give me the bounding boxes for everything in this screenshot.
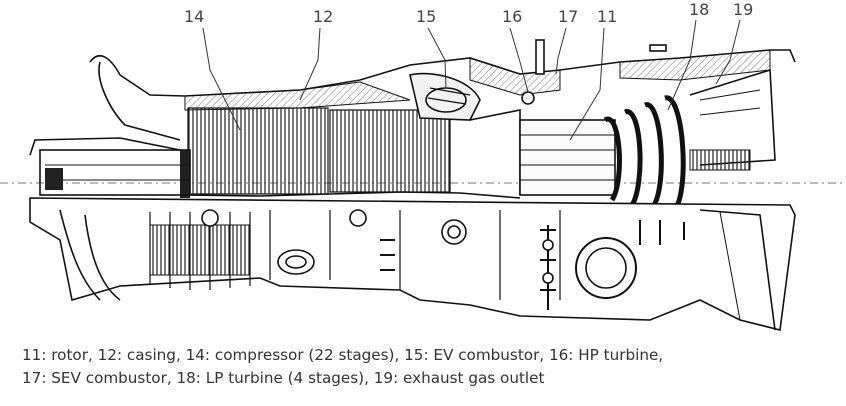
callout-11: 11 bbox=[597, 7, 617, 26]
lower-external-view bbox=[29, 197, 796, 331]
caption-line-1: 11: rotor, 12: casing, 14: compressor (2… bbox=[22, 346, 664, 364]
caption-line-2: 17: SEV combustor, 18: LP turbine (4 sta… bbox=[22, 369, 545, 387]
callout-15: 15 bbox=[416, 7, 436, 26]
callout-16: 16 bbox=[502, 7, 522, 26]
gas-turbine-diagram: 14 12 15 16 17 11 18 19 bbox=[0, 0, 846, 331]
callout-19: 19 bbox=[733, 0, 753, 19]
callout-14: 14 bbox=[184, 7, 204, 26]
callout-12: 12 bbox=[313, 7, 333, 26]
callout-18: 18 bbox=[689, 0, 709, 19]
figure-caption: 11: rotor, 12: casing, 14: compressor (2… bbox=[22, 344, 842, 390]
callout-17: 17 bbox=[558, 7, 578, 26]
upper-section bbox=[29, 39, 796, 212]
leader-lines bbox=[202, 19, 741, 141]
